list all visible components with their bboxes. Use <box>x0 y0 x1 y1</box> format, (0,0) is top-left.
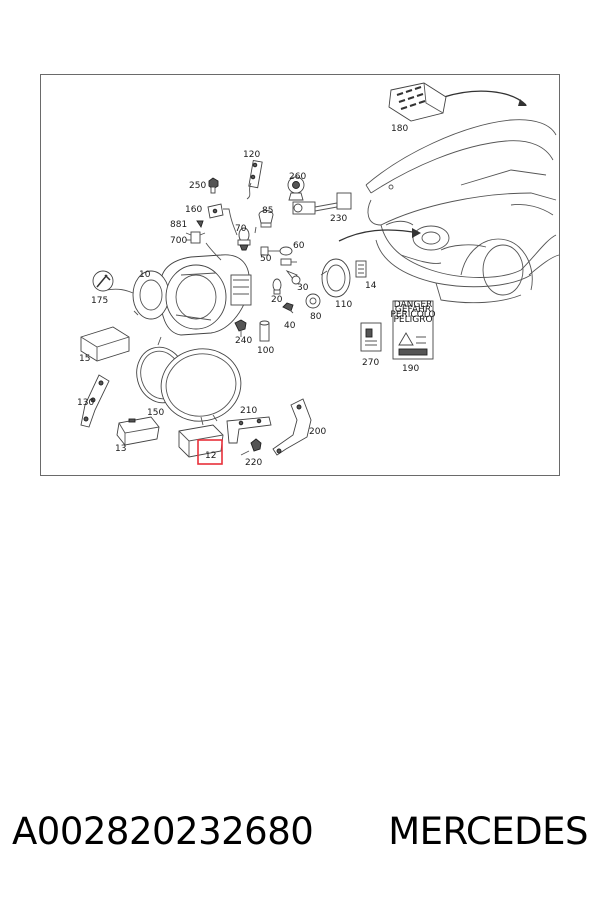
label-85: 85 <box>262 206 273 216</box>
part-120-bracket <box>246 159 263 200</box>
part-number: A002820232680 <box>12 809 314 853</box>
label-190: 190 <box>402 364 419 374</box>
caption-bar: A002820232680 MERCEDES <box>12 806 588 856</box>
label-120: 120 <box>243 150 260 160</box>
label-160: 160 <box>185 205 202 215</box>
warning-text: GEFAHR <box>395 305 431 315</box>
warning-text: PELIGRO <box>393 315 432 325</box>
label-220: 220 <box>245 458 262 468</box>
part-15-module <box>80 326 130 362</box>
part-40-screw <box>282 302 294 314</box>
label-60: 60 <box>293 241 305 251</box>
part-260-socket <box>287 176 305 201</box>
arrow-to-headlamp <box>338 229 420 242</box>
leader-lines <box>105 184 328 294</box>
label-50: 50 <box>260 254 272 264</box>
label-15: 15 <box>79 354 90 364</box>
part-240-screw <box>234 319 247 337</box>
parts-diagram: DANGER GEFAHR PERICOLO PELIGRO <box>40 74 560 476</box>
label-70: 70 <box>235 224 247 234</box>
label-200: 200 <box>309 427 326 437</box>
arrow-head-icon <box>412 228 421 238</box>
part-13-ballast <box>116 416 160 446</box>
part-20-30-bulbs <box>272 269 301 295</box>
part-250-screw <box>208 177 219 194</box>
label-240: 240 <box>235 336 252 346</box>
label-210: 210 <box>240 406 257 416</box>
label-700: 700 <box>170 236 187 246</box>
part-200-bracket <box>272 398 312 456</box>
part-270-label <box>360 322 382 352</box>
part-881-700 <box>190 220 206 244</box>
part-180-module <box>388 82 447 122</box>
part-70-bulb <box>237 227 251 251</box>
label-20: 20 <box>271 295 283 305</box>
part-10-headlamp <box>132 254 252 336</box>
part-100-spacer <box>259 320 270 342</box>
part-130-bracket <box>80 374 110 428</box>
part-60-bulb <box>260 246 293 256</box>
warning-text: DANGER <box>394 300 433 310</box>
label-12: 12 <box>205 451 216 461</box>
label-175: 175 <box>91 296 108 306</box>
label-250: 250 <box>189 181 206 191</box>
part-160-clip <box>207 203 224 219</box>
part-12-control-unit <box>178 424 224 465</box>
part-50-bulb <box>280 258 297 266</box>
part-80-cap <box>305 293 321 309</box>
arrow-head-icon <box>518 99 527 106</box>
part-220-screw <box>240 438 262 456</box>
label-100: 100 <box>257 346 274 356</box>
label-881: 881 <box>170 220 187 230</box>
brand-name: MERCEDES <box>388 809 588 853</box>
label-10: 10 <box>139 270 151 280</box>
part-175-wrench-icon <box>92 270 114 292</box>
label-270: 270 <box>362 358 379 368</box>
part-85-bulb-cap <box>258 210 274 228</box>
label-40: 40 <box>284 321 296 331</box>
part-230-connector <box>292 192 352 215</box>
part-210-bracket <box>226 416 272 444</box>
label-13: 13 <box>115 444 126 454</box>
label-14: 14 <box>365 281 377 291</box>
exploded-view-drawing: DANGER GEFAHR PERICOLO PELIGRO <box>77 82 560 468</box>
label-260: 260 <box>289 172 306 182</box>
label-130: 130 <box>77 398 94 408</box>
part-150-seal <box>136 336 242 426</box>
part-labels: 180 120 260 250 160 230 85 881 700 70 60… <box>77 124 419 468</box>
label-30: 30 <box>297 283 309 293</box>
label-180: 180 <box>391 124 408 134</box>
part-190-warning-label: DANGER GEFAHR PERICOLO PELIGRO <box>390 300 436 360</box>
highlight-box <box>197 439 223 465</box>
part-110-ring <box>321 258 351 298</box>
part-14-block <box>355 260 367 278</box>
label-110: 110 <box>335 300 352 310</box>
label-80: 80 <box>310 312 322 322</box>
arrow-to-car-top <box>443 90 527 106</box>
label-230: 230 <box>330 214 347 224</box>
label-150: 150 <box>147 408 164 418</box>
warning-text: PERICOLO <box>390 310 435 320</box>
car-outline <box>365 119 560 304</box>
